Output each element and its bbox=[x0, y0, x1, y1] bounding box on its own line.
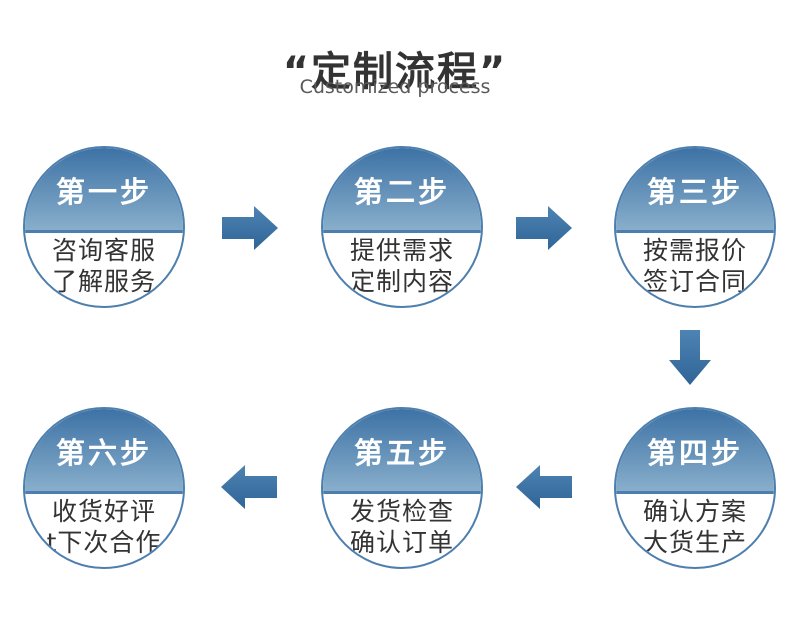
step-1-description: 咨询客服 了解服务 bbox=[25, 233, 183, 306]
step-2-line1: 提供需求 bbox=[349, 236, 454, 265]
page-subtitle: Customized process bbox=[299, 76, 491, 98]
step-5-title: 第五步 bbox=[353, 436, 450, 470]
step-4-band: 第四步 bbox=[616, 409, 774, 494]
step-5-line2: 确认订单 bbox=[349, 528, 454, 557]
step-3-title: 第三步 bbox=[646, 175, 743, 209]
arrow-right-icon bbox=[516, 206, 572, 250]
step-2-line2: 定制内容 bbox=[349, 267, 454, 296]
step-circle-5: 第五步 发货检查 确认订单 bbox=[321, 407, 483, 569]
step-5-line1: 发货检查 bbox=[349, 497, 454, 526]
step-4-line2: 大货生产 bbox=[642, 528, 747, 557]
step-6-line2: t下次合作 bbox=[46, 528, 162, 557]
step-3-line1: 按需报价 bbox=[642, 236, 747, 265]
step-1-line2: 了解服务 bbox=[51, 267, 156, 296]
step-2-title: 第二步 bbox=[353, 175, 450, 209]
step-4-title: 第四步 bbox=[646, 436, 743, 470]
step-5-band: 第五步 bbox=[323, 409, 481, 494]
step-circle-3: 第三步 按需报价 签订合同 bbox=[614, 146, 776, 308]
arrow-down-icon bbox=[669, 330, 711, 385]
step-3-band: 第三步 bbox=[616, 148, 774, 233]
step-1-band: 第一步 bbox=[25, 148, 183, 233]
step-circle-2: 第二步 提供需求 定制内容 bbox=[321, 146, 483, 308]
arrow-left-icon bbox=[221, 465, 277, 509]
step-5-description: 发货检查 确认订单 bbox=[323, 494, 481, 567]
step-3-description: 按需报价 签订合同 bbox=[616, 233, 774, 306]
step-6-description: 收货好评 t下次合作 bbox=[25, 494, 183, 567]
step-2-description: 提供需求 定制内容 bbox=[323, 233, 481, 306]
step-circle-1: 第一步 咨询客服 了解服务 bbox=[23, 146, 185, 308]
step-6-band: 第六步 bbox=[25, 409, 183, 494]
step-1-line1: 咨询客服 bbox=[51, 236, 156, 265]
step-1-title: 第一步 bbox=[55, 175, 152, 209]
step-6-title: 第六步 bbox=[55, 436, 152, 470]
step-3-line2: 签订合同 bbox=[642, 267, 747, 296]
step-2-band: 第二步 bbox=[323, 148, 481, 233]
step-4-line1: 确认方案 bbox=[642, 497, 747, 526]
step-4-description: 确认方案 大货生产 bbox=[616, 494, 774, 567]
arrow-right-icon bbox=[222, 206, 278, 250]
page-title: “定制流程” bbox=[282, 48, 508, 95]
step-circle-6: 第六步 收货好评 t下次合作 bbox=[23, 407, 185, 569]
step-6-line1: 收货好评 bbox=[51, 497, 156, 526]
arrow-left-icon bbox=[516, 465, 572, 509]
step-circle-4: 第四步 确认方案 大货生产 bbox=[614, 407, 776, 569]
